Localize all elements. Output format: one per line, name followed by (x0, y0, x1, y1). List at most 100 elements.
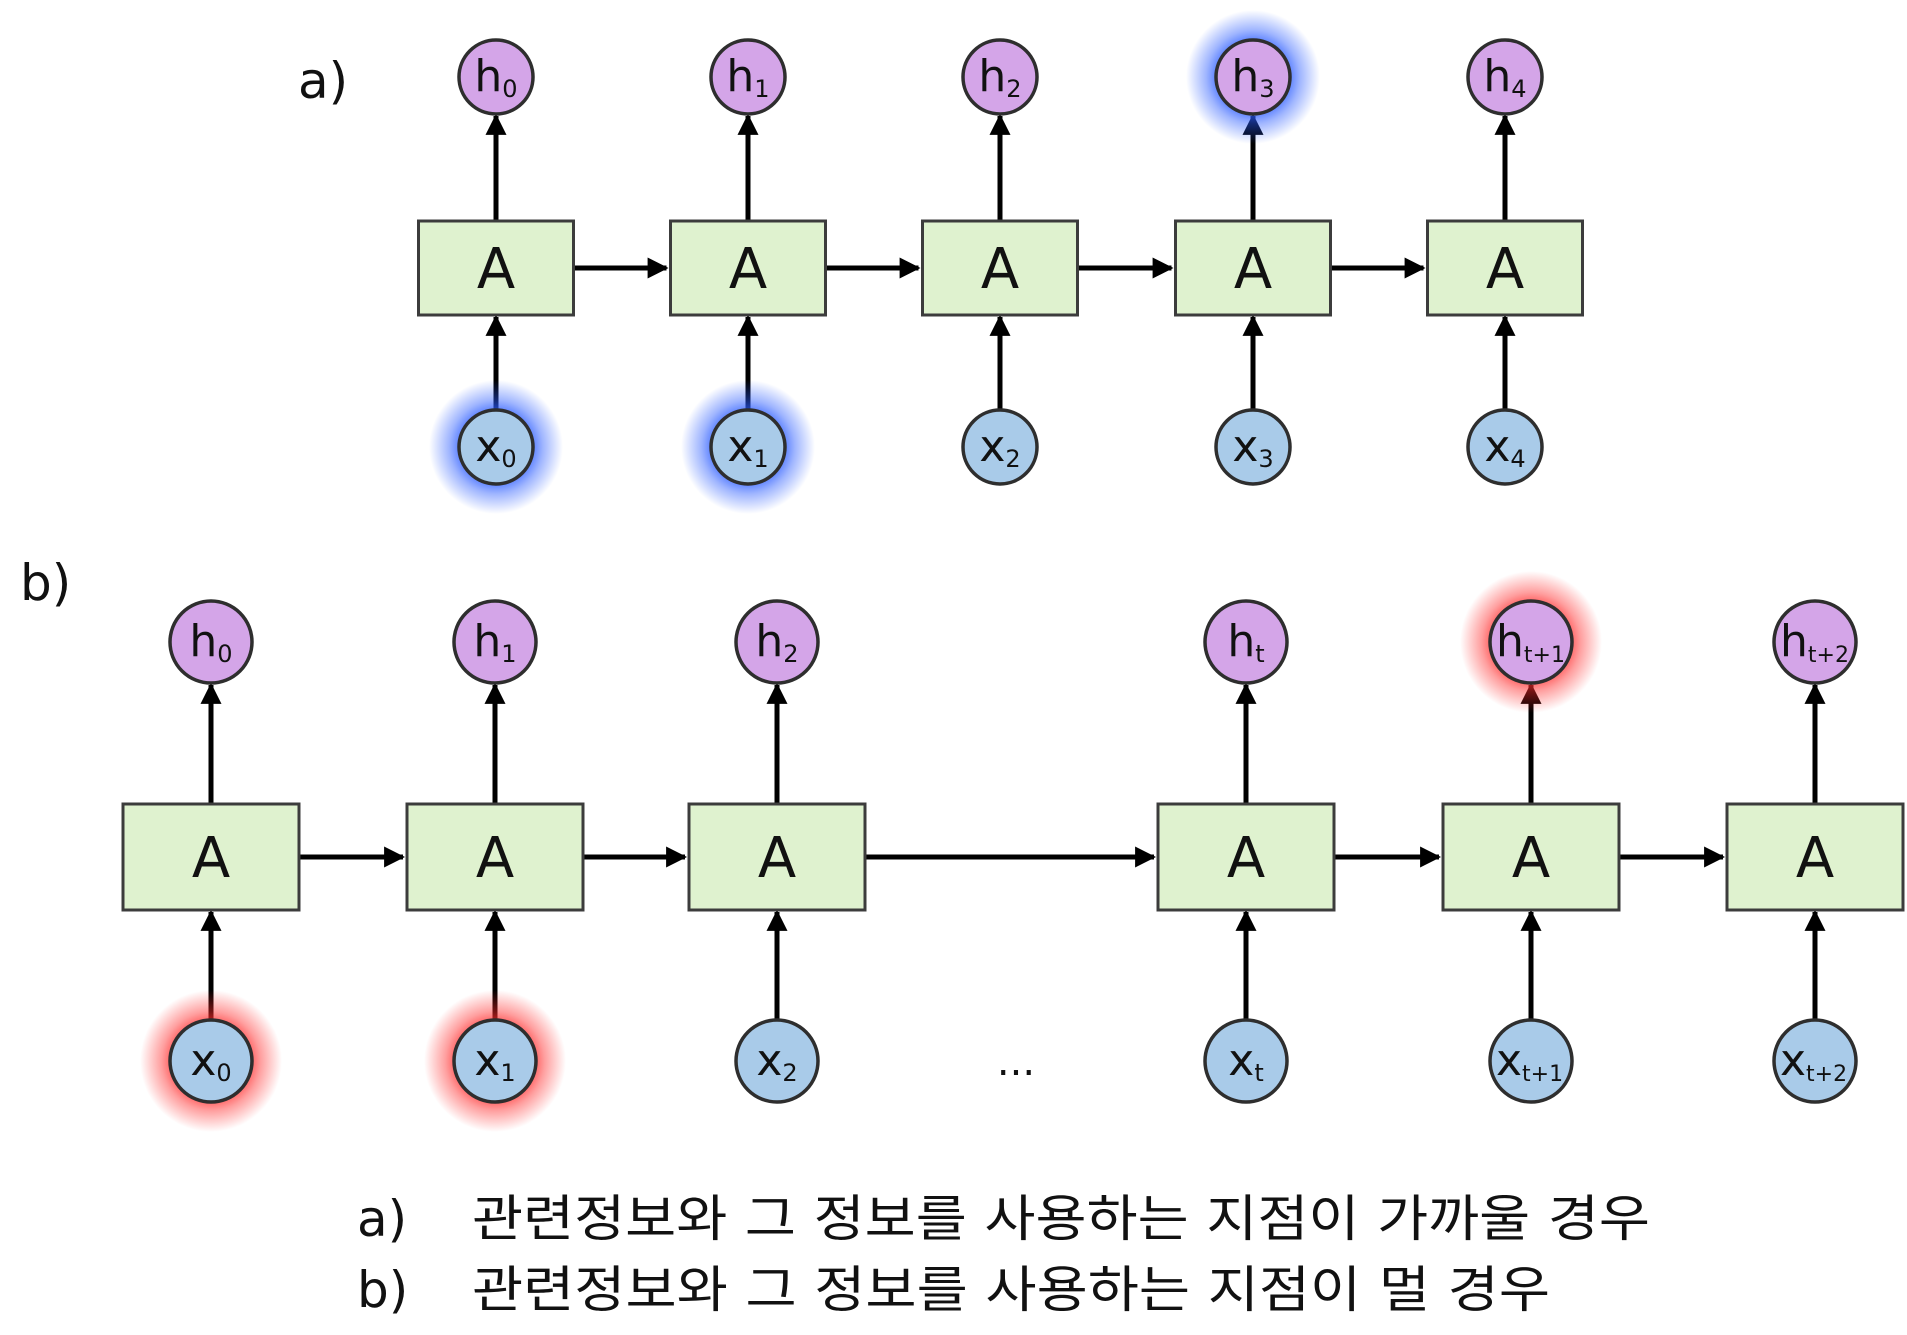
input-label-t+1: xt+1 (1496, 1035, 1563, 1087)
output-node-2 (734, 599, 820, 685)
rnn-cell-label: A (192, 826, 230, 891)
output-label-0: h0 (189, 616, 232, 668)
input-base-letter: x (756, 1035, 782, 1086)
rnn-cell-0 (121, 802, 301, 912)
output-node-1 (452, 599, 538, 685)
input-label-2: x2 (756, 1035, 797, 1087)
rnn-cell-label: A (1234, 237, 1272, 302)
input-node-t (1203, 1018, 1289, 1104)
output-subscript: 2 (783, 640, 798, 668)
rnn-cell-2 (921, 219, 1079, 317)
output-subscript: 4 (1511, 75, 1526, 103)
output-subscript: 2 (1006, 75, 1021, 103)
output-node-3 (1214, 38, 1292, 116)
input-subscript: t+2 (1806, 1062, 1847, 1087)
output-label-2: h2 (755, 616, 798, 668)
rnn-cell-3 (1156, 802, 1336, 912)
input-subscript: 2 (782, 1059, 797, 1087)
input-node-2 (734, 1018, 820, 1104)
output-node-0 (168, 599, 254, 685)
input-subscript: 3 (1258, 445, 1273, 473)
output-label-t+1: ht+1 (1496, 616, 1565, 668)
input-subscript: 2 (1005, 445, 1020, 473)
output-subscript: 3 (1259, 75, 1274, 103)
input-base-letter: x (1232, 421, 1258, 472)
input-node-2 (961, 408, 1039, 486)
output-base-letter: h (1496, 616, 1524, 667)
input-base-letter: x (190, 1035, 216, 1086)
rnn-cell-2 (687, 802, 867, 912)
input-node-0 (168, 1018, 254, 1104)
output-base-letter: h (474, 51, 502, 102)
output-label-3: h3 (1231, 51, 1274, 103)
output-label-0: h0 (474, 51, 517, 103)
output-label-2: h2 (978, 51, 1021, 103)
input-node-3 (1214, 408, 1292, 486)
input-subscript: 1 (753, 445, 768, 473)
input-label-t+2: xt+2 (1780, 1035, 1847, 1087)
rnn-cell-label: A (729, 237, 767, 302)
input-label-2: x2 (979, 421, 1020, 473)
rnn-cell-label: A (1486, 237, 1524, 302)
input-label-1: x1 (727, 421, 768, 473)
output-label-1: h1 (726, 51, 769, 103)
rnn-cell-1 (405, 802, 585, 912)
input-base-letter: x (1496, 1035, 1522, 1086)
output-base-letter: h (978, 51, 1006, 102)
output-base-letter: h (755, 616, 783, 667)
rnn-cell-label: A (477, 237, 515, 302)
rnn-cell-label: A (981, 237, 1019, 302)
output-subscript: 0 (502, 75, 517, 103)
output-node-2 (961, 38, 1039, 116)
panel-a-label: a) (298, 52, 348, 110)
output-label-1: h1 (473, 616, 516, 668)
input-label-t: xt (1228, 1035, 1263, 1087)
rnn-cell-label: A (1512, 826, 1550, 891)
rnn-cell-5 (1725, 802, 1905, 912)
output-node-4 (1466, 38, 1544, 116)
caption-b-marker: b) (357, 1261, 408, 1319)
input-label-0: x0 (475, 421, 516, 473)
input-base-letter: x (1228, 1035, 1254, 1086)
input-base-letter: x (727, 421, 753, 472)
output-subscript: 1 (501, 640, 516, 668)
output-base-letter: h (1483, 51, 1511, 102)
output-subscript: t (1255, 640, 1264, 668)
input-base-letter: x (474, 1035, 500, 1086)
sequence-ellipsis: ... (997, 1039, 1035, 1085)
output-base-letter: h (1231, 51, 1259, 102)
rnn-cell-label: A (758, 826, 796, 891)
rnn-cell-3 (1174, 219, 1332, 317)
input-node-0 (457, 408, 535, 486)
input-subscript: t (1254, 1059, 1263, 1087)
caption: a) 관련정보와 그 정보를 사용하는 지점이 가까울 경우 b) 관련정보와 … (357, 1190, 1650, 1319)
rnn-cell-0 (417, 219, 575, 317)
caption-a-marker: a) (357, 1190, 407, 1248)
output-base-letter: h (1227, 616, 1255, 667)
output-node-t (1203, 599, 1289, 685)
output-node-1 (709, 38, 787, 116)
rnn-cell-label: A (476, 826, 514, 891)
rnn-cell-label: A (1796, 826, 1834, 891)
caption-b-text: 관련정보와 그 정보를 사용하는 지점이 멀 경우 (472, 1261, 1550, 1319)
input-subscript: 4 (1510, 445, 1525, 473)
output-subscript: t+1 (1524, 643, 1565, 668)
output-label-t: ht (1227, 616, 1264, 668)
rnn-cell-4 (1426, 219, 1584, 317)
input-subscript: t+1 (1522, 1062, 1563, 1087)
output-subscript: 0 (217, 640, 232, 668)
output-node-0 (457, 38, 535, 116)
input-subscript: 1 (500, 1059, 515, 1087)
input-base-letter: x (979, 421, 1005, 472)
output-base-letter: h (473, 616, 501, 667)
rnn-cell-4 (1441, 802, 1621, 912)
input-node-t+2 (1772, 1018, 1858, 1104)
rnn-cell-1 (669, 219, 827, 317)
rnn-cell-label: A (1227, 826, 1265, 891)
input-base-letter: x (475, 421, 501, 472)
output-label-t+2: ht+2 (1780, 616, 1849, 668)
input-subscript: 0 (216, 1059, 231, 1087)
